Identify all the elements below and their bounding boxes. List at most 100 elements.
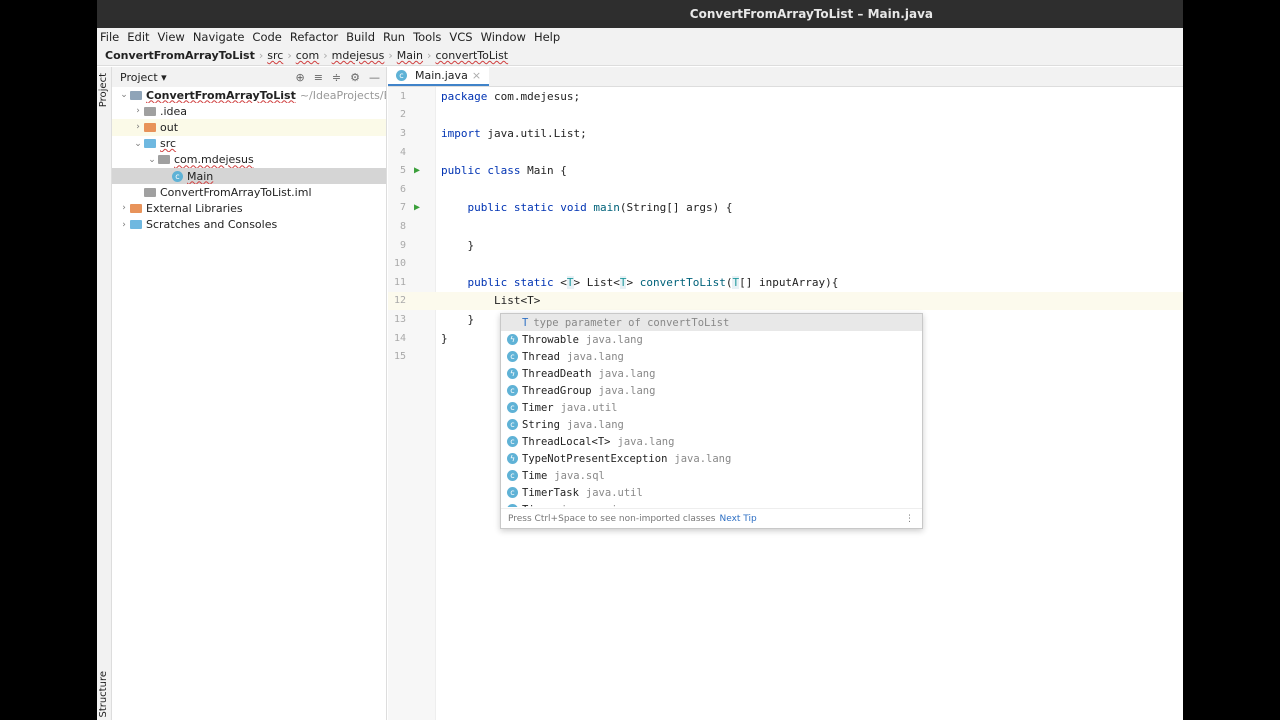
breadcrumb-separator-icon: ›	[287, 49, 292, 62]
project-header-label: Project	[120, 70, 158, 84]
class-icon: c	[507, 351, 518, 362]
line-number: 10	[393, 258, 406, 270]
breadcrumb-separator-icon: ›	[258, 49, 264, 62]
menu-run[interactable]: Run	[383, 30, 406, 44]
completion-package: java.lang	[566, 350, 624, 363]
breadcrumb-item[interactable]: Main	[396, 49, 424, 62]
folder-icon	[130, 90, 142, 100]
menu-view[interactable]: View	[157, 30, 185, 44]
project-tree: ⌄ConvertFromArrayToList~/IdeaProjects/BP…	[112, 87, 386, 233]
expand-all-icon[interactable]: ≡	[313, 70, 323, 84]
line-number: 15	[393, 351, 406, 363]
breadcrumb-item[interactable]: com	[295, 49, 320, 62]
menu-vcs[interactable]: VCS	[449, 30, 473, 44]
menu-bar: File Edit View Navigate Code Refactor Build Run…	[97, 28, 1183, 46]
line-number: 8	[399, 220, 406, 232]
line-number: 11	[393, 276, 406, 288]
code-line: 14}	[388, 329, 1183, 348]
menu-tools[interactable]: Tools	[413, 30, 442, 44]
line-number: 4	[399, 146, 406, 158]
close-tab-icon[interactable]: ×	[471, 69, 482, 82]
locate-icon[interactable]: ⊕	[295, 70, 305, 84]
chevron-down-icon[interactable]: ⌄	[134, 138, 142, 149]
breadcrumb-separator-icon: ›	[323, 49, 328, 62]
completion-name: String	[522, 418, 560, 431]
breadcrumb-item[interactable]: mdejesus	[331, 49, 385, 62]
completion-package: java.lang	[585, 333, 643, 346]
tree-item[interactable]: ›.idea	[112, 103, 386, 119]
footer-text: Press Ctrl+Space to see non-imported cla…	[508, 513, 716, 524]
menu-code[interactable]: Code	[252, 30, 282, 44]
chevron-right-icon[interactable]: ›	[136, 106, 140, 117]
code-text: }	[441, 331, 448, 345]
gear-icon[interactable]: ⚙	[350, 70, 360, 84]
menu-navigate[interactable]: Navigate	[192, 30, 245, 44]
tree-item[interactable]: ⌄src	[112, 136, 386, 152]
window-title: ConvertFromArrayToList – Main.java	[689, 7, 933, 21]
tree-item[interactable]: ›External Libraries	[112, 200, 386, 216]
completion-name: TypeNotPresentException	[522, 452, 668, 465]
tree-item[interactable]: ›Scratches and Consoles	[112, 217, 386, 233]
code-text: public static void main(String[] args) {	[467, 201, 733, 215]
run-icon[interactable]: ▶	[414, 202, 421, 214]
menu-window[interactable]: Window	[480, 30, 526, 44]
menu-edit[interactable]: Edit	[127, 30, 150, 44]
completion-package: java.lang	[598, 384, 656, 397]
menu-refactor[interactable]: Refactor	[289, 30, 339, 44]
tree-item[interactable]: ⌄com.mdejesus	[112, 152, 386, 168]
collapse-all-icon[interactable]: ≑	[331, 70, 342, 84]
chevron-right-icon[interactable]: ›	[122, 219, 126, 230]
menu-build[interactable]: Build	[346, 30, 375, 44]
tree-item-label: out	[160, 120, 179, 134]
completion-item[interactable]: cTimerjavax.swing	[501, 501, 922, 507]
next-tip-link[interactable]: Next Tip	[719, 513, 757, 524]
chevron-right-icon[interactable]: ›	[136, 122, 140, 133]
project-panel: Project ▾ ⊕ ≡ ≑ ⚙ — ⌄ConvertFromArrayToL…	[112, 67, 387, 720]
structure-tool-button[interactable]: Structure	[98, 671, 109, 718]
more-options-icon[interactable]: ⋮	[905, 513, 914, 524]
hide-icon[interactable]: —	[369, 70, 380, 84]
tree-item[interactable]: ⌄ConvertFromArrayToList~/IdeaProjects/BP…	[112, 87, 386, 103]
breadcrumb-item[interactable]: ConvertFromArrayToList	[105, 49, 255, 62]
code-line: 4	[388, 143, 1183, 162]
chevron-down-icon[interactable]: ⌄	[120, 90, 128, 101]
breadcrumb-item[interactable]: convertToList	[435, 49, 509, 62]
line-number: 9	[399, 239, 406, 251]
menu-help[interactable]: Help	[533, 30, 561, 44]
ide-window: ConvertFromArrayToList – Main.java File E…	[97, 0, 1183, 720]
tree-item[interactable]: ConvertFromArrayToList.iml	[112, 184, 386, 200]
gutter	[388, 87, 436, 720]
chevron-down-icon[interactable]: ⌄	[148, 154, 156, 165]
code-line: 5▶public class Main {	[388, 161, 1183, 180]
tree-item[interactable]: › out	[112, 119, 386, 136]
run-icon[interactable]: ▶	[414, 165, 421, 177]
breadcrumb-item[interactable]: src	[267, 49, 284, 62]
menu-file[interactable]: File	[100, 30, 120, 44]
project-view-dropdown[interactable]: Project ▾	[120, 70, 167, 84]
chevron-right-icon[interactable]: ›	[122, 203, 126, 214]
completion-name: ThreadDeath	[522, 367, 592, 380]
project-tool-button[interactable]: Project	[98, 73, 109, 108]
completion-name: Timer	[522, 401, 554, 414]
code-text: List<T>	[441, 294, 541, 308]
class-icon: c	[507, 436, 518, 447]
code-text: package com.mdejesus;	[441, 89, 581, 103]
completion-name: ThreadLocal<T>	[522, 435, 611, 448]
class-icon: c	[172, 170, 183, 182]
code-line: 11 public static <T> List<T> convertToLi…	[388, 273, 1183, 292]
code-text: public class Main {	[441, 164, 567, 178]
code-text: }	[441, 238, 475, 252]
